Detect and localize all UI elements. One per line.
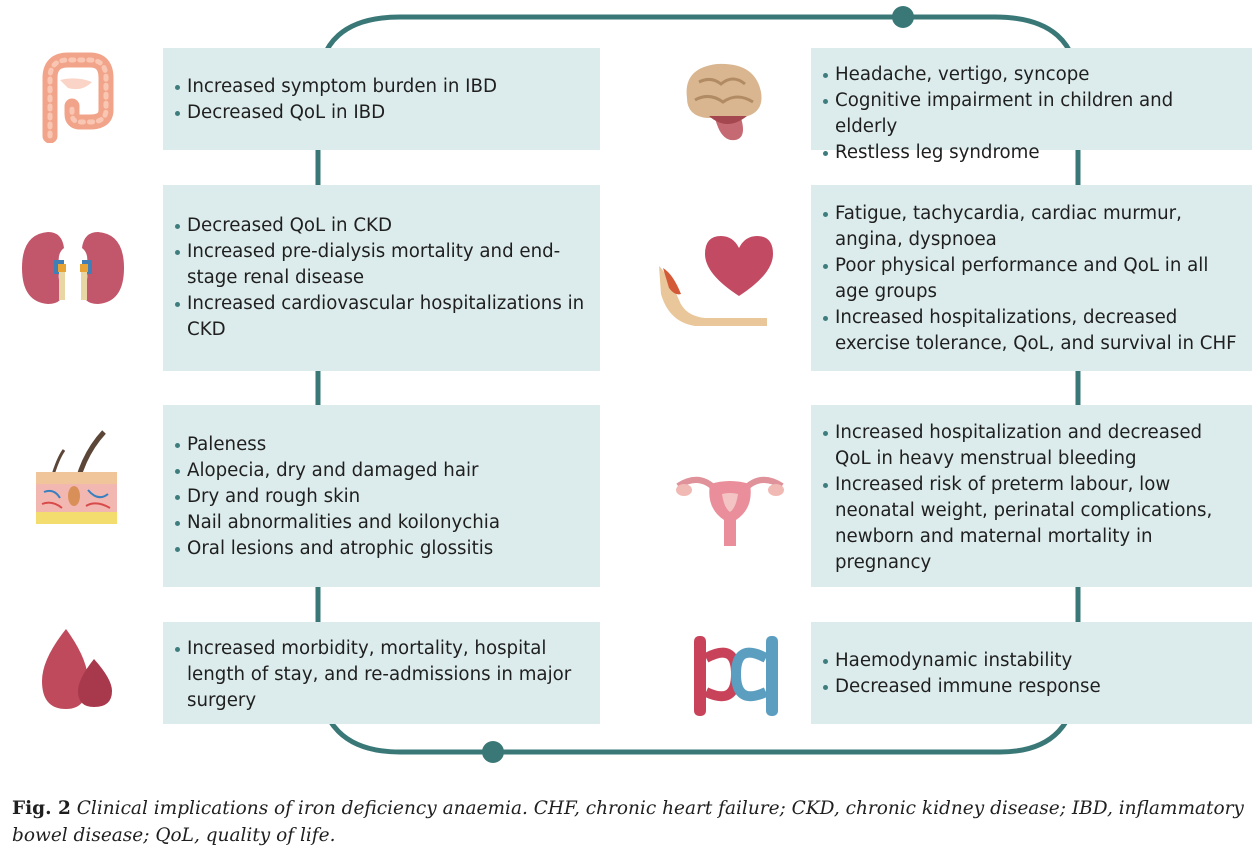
panel-ibd: Increased symptom burden in IBD Decrease… [163,48,600,150]
list-item: Increased risk of preterm labour, low ne… [823,472,1240,576]
list-item: Dry and rough skin [175,484,588,510]
panel-ckd: Decreased QoL in CKD Increased pre-dialy… [163,185,600,371]
list-item: Increased cardiovascular hospitalization… [175,291,588,343]
list-item: Fatigue, tachycardia, cardiac murmur, an… [823,201,1240,253]
list-item: Cognitive impairment in children and eld… [823,88,1240,140]
list-item: Nail abnormalities and koilonychia [175,510,588,536]
panel-immune: Haemodynamic instability Decreased immun… [811,622,1252,724]
panel-cardio: Fatigue, tachycardia, cardiac murmur, an… [811,185,1252,371]
list-item: Increased symptom burden in IBD [175,74,588,100]
list-item: Increased morbidity, mortality, hospital… [175,636,588,714]
skin-hair-icon [36,430,117,524]
list-item: Haemodynamic instability [823,648,1240,674]
list-item: Decreased QoL in CKD [175,213,588,239]
blood-vessels-icon [694,636,778,716]
panel-skin-hair: Paleness Alopecia, dry and damaged hair … [163,405,600,587]
panel-neuro: Headache, vertigo, syncope Cognitive imp… [811,48,1252,163]
list-item: Alopecia, dry and damaged hair [175,458,588,484]
blood-drops-icon [42,629,112,709]
brain-icon [686,63,762,141]
list-item: Decreased QoL in IBD [175,100,588,126]
list-item: Oral lesions and atrophic glossitis [175,536,588,562]
clinical-implications-diagram: Increased symptom burden in IBD Decrease… [22,6,1252,763]
frame-node-top [892,6,914,28]
frame-node-bottom [482,741,504,763]
caption-text: Clinical implications of iron deficiency… [12,798,1244,846]
list-item: Headache, vertigo, syncope [823,62,1240,88]
list-item: Paleness [175,432,588,458]
panel-reproductive: Increased hospitalization and decreased … [811,405,1252,587]
uterus-icon [676,477,784,546]
list-item: Increased hospitalization and decreased … [823,420,1240,472]
list-item: Decreased immune response [823,674,1240,700]
kidneys-icon [22,232,124,304]
list-item: Increased hospitalizations, decreased ex… [823,305,1240,357]
list-item: Restless leg syndrome [823,140,1240,166]
heart-muscle-icon [659,236,773,326]
list-item: Poor physical performance and QoL in all… [823,253,1240,305]
intestine-icon [42,52,114,143]
caption-label: Fig. 2 [12,798,71,819]
panel-surgery: Increased morbidity, mortality, hospital… [163,622,600,724]
list-item: Increased pre-dialysis mortality and end… [175,239,588,291]
figure-caption: Fig. 2 Clinical implications of iron def… [12,795,1252,849]
